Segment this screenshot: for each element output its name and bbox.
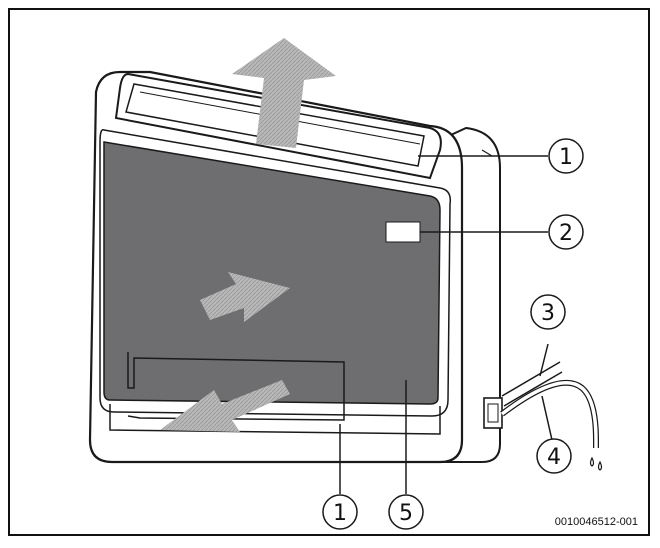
callout-control-panel: 2 [548,214,584,250]
callout-bottom-outlet: 1 [322,494,358,530]
airflow-intake-arrow [200,272,290,322]
figure-id: 0010046512-001 [554,516,638,528]
drain-hose [500,379,599,448]
callout-front-panel: 5 [388,494,424,530]
control-display [385,221,421,243]
condensate-pipe [501,361,563,407]
svg-text:1: 1 [559,145,573,170]
svg-text:5: 5 [399,501,413,526]
svg-text:2: 2 [559,221,573,246]
bottom-air-outlet [127,352,345,421]
svg-text:1: 1 [333,501,347,526]
front-panel [103,141,441,405]
airflow-up-arrow [232,38,336,148]
callout-drain-hose: 4 [536,438,572,474]
svg-text:4: 4 [547,445,561,470]
callout-condensate-pipe: 3 [530,294,566,330]
airflow-down-arrow [160,380,290,432]
callout-top-outlet: 1 [548,138,584,174]
water-drop-icon [597,460,603,471]
svg-text:3: 3 [541,301,555,326]
water-drop-icon [589,456,595,467]
